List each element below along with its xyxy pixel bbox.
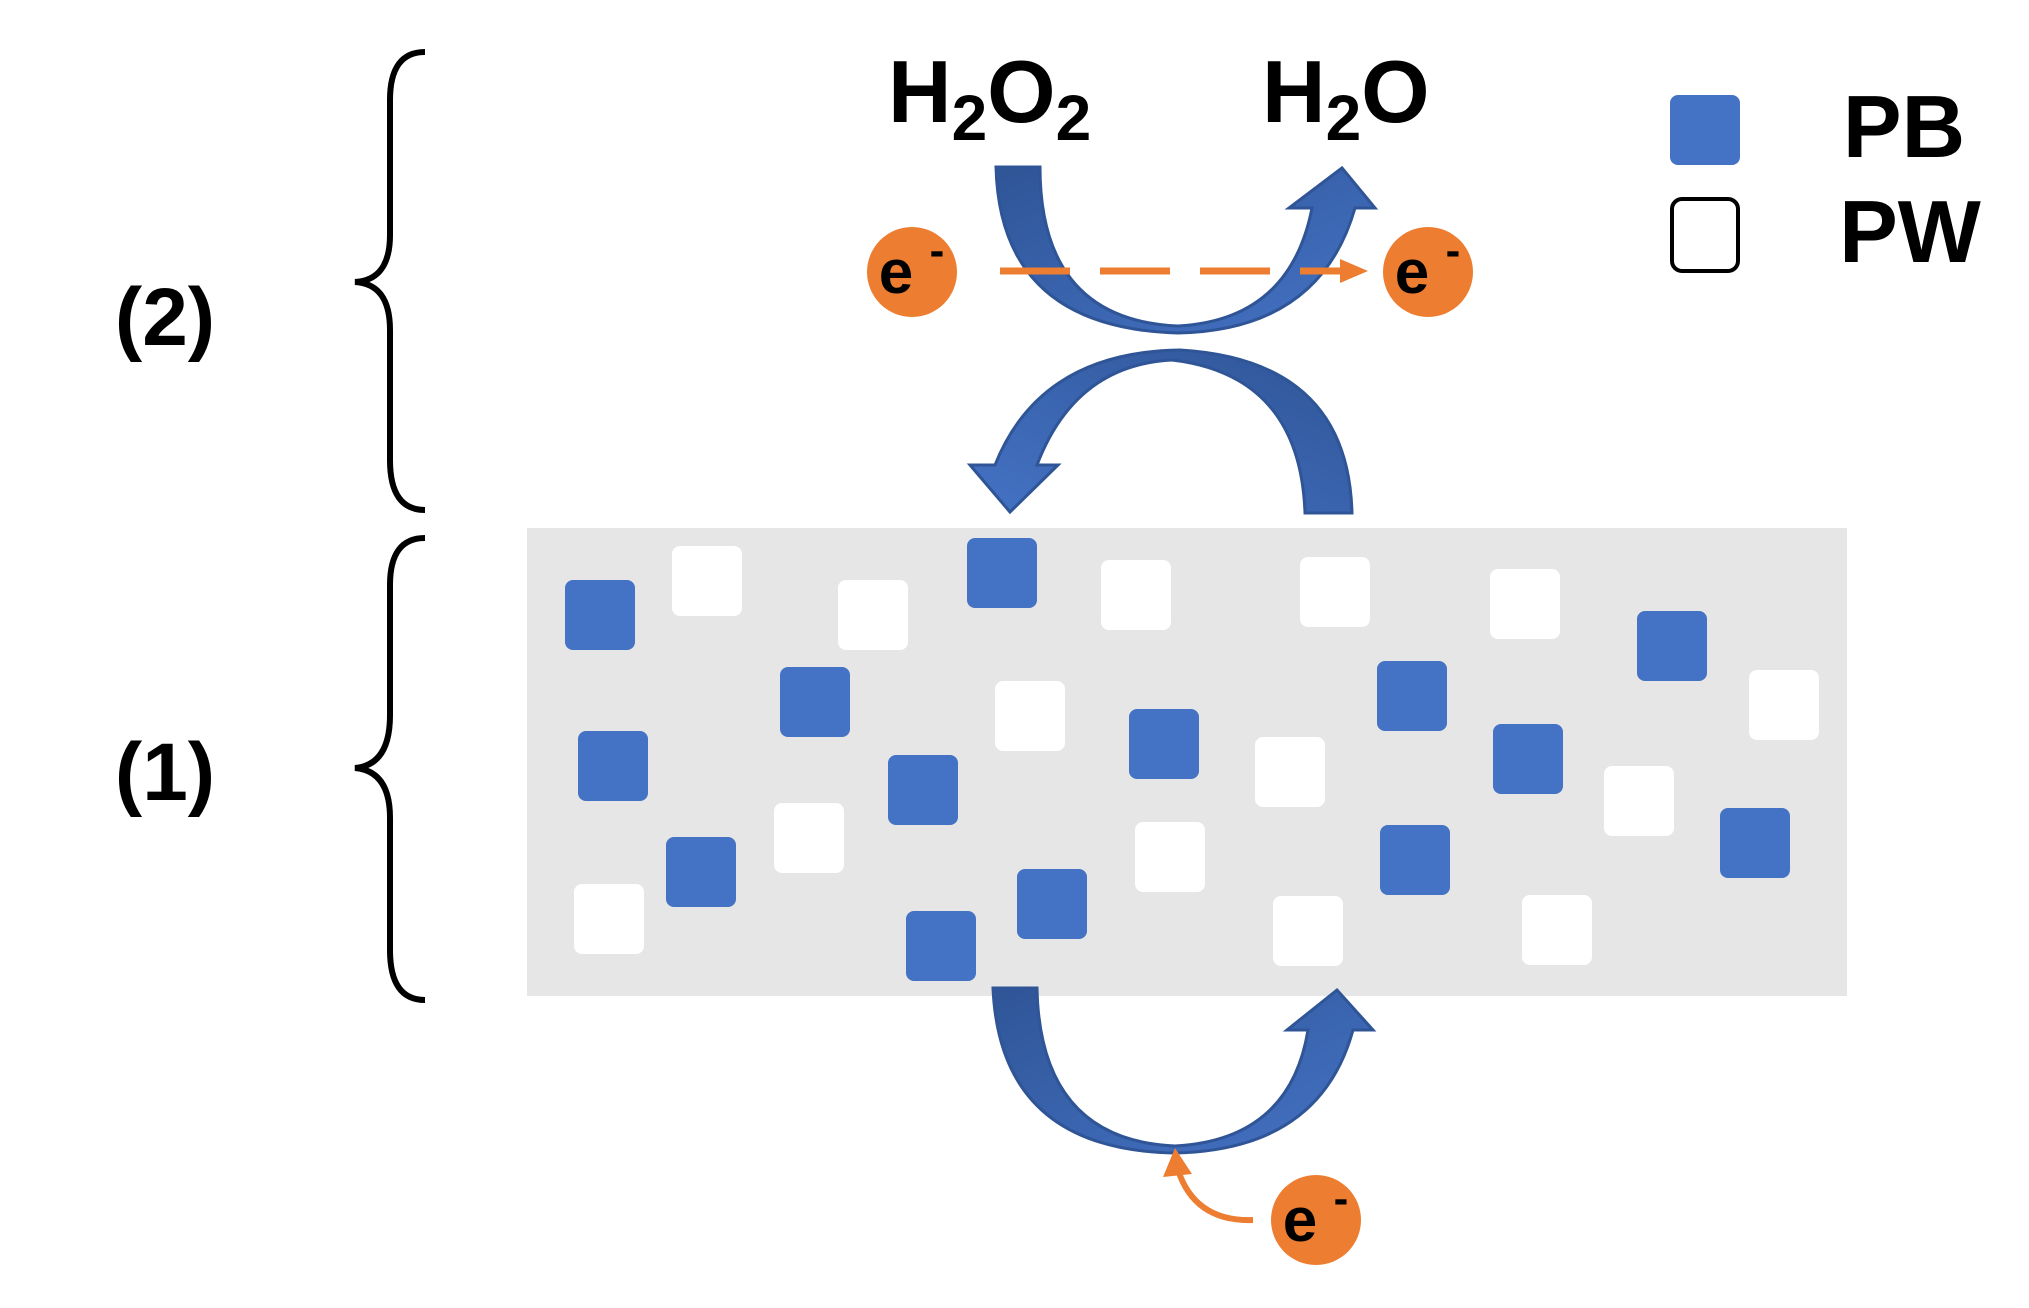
pw-square (1135, 822, 1205, 892)
electron-top-left: e - (867, 226, 957, 317)
legend: PB PW (1670, 77, 1981, 281)
legend-swatch-pb (1670, 95, 1740, 165)
svg-text:-: - (930, 226, 945, 275)
product-formula: H2O (1262, 42, 1430, 154)
pw-square (1490, 569, 1560, 639)
pb-square (565, 580, 635, 650)
electron-injection-arrowhead (1163, 1148, 1192, 1177)
pb-square (888, 755, 958, 825)
electron-bottom: e - (1271, 1174, 1361, 1265)
svg-text:e: e (1283, 1186, 1317, 1255)
pb-square (1637, 611, 1707, 681)
electron-top-right: e - (1383, 226, 1473, 317)
pw-square (574, 884, 644, 954)
brace-section-2 (354, 49, 426, 513)
pb-square (578, 731, 648, 801)
pw-square (1300, 557, 1370, 627)
arrow-top-reaction (994, 165, 1379, 335)
legend-label-pb: PB (1843, 77, 1965, 176)
svg-text:e: e (879, 238, 913, 307)
svg-text:e: e (1395, 238, 1429, 307)
legend-label-pw: PW (1839, 182, 1981, 281)
electron-injection-curve (1175, 1169, 1254, 1224)
pb-square (1380, 825, 1450, 895)
brace-section-1 (354, 535, 426, 1003)
pb-square (1129, 709, 1199, 779)
pb-square (1017, 869, 1087, 939)
svg-text:-: - (1446, 226, 1461, 275)
pw-square (672, 546, 742, 616)
pw-square (1604, 766, 1674, 836)
pb-square (1377, 661, 1447, 731)
pw-square (838, 580, 908, 650)
electron-transfer-arrowhead (1340, 259, 1368, 283)
pb-square (1720, 808, 1790, 878)
legend-swatch-pw (1670, 197, 1740, 273)
pb-square (967, 538, 1037, 608)
reactant-formula: H2O2 (888, 42, 1091, 154)
pw-square (1749, 670, 1819, 740)
pw-square (1522, 895, 1592, 965)
pw-square (1101, 560, 1171, 630)
pw-square (1255, 737, 1325, 807)
pb-square (906, 911, 976, 981)
pw-square (774, 803, 844, 873)
pb-square (1493, 724, 1563, 794)
film-squares (565, 538, 1819, 981)
section-label-2: (2) (115, 272, 215, 363)
arrow-bottom-reduction (991, 986, 1377, 1155)
arrow-middle-cycle (966, 348, 1354, 515)
pb-square (666, 837, 736, 907)
section-label-1: (1) (115, 727, 215, 818)
pb-square (780, 667, 850, 737)
pw-square (1273, 896, 1343, 966)
svg-text:-: - (1334, 1174, 1349, 1223)
pw-square (995, 681, 1065, 751)
